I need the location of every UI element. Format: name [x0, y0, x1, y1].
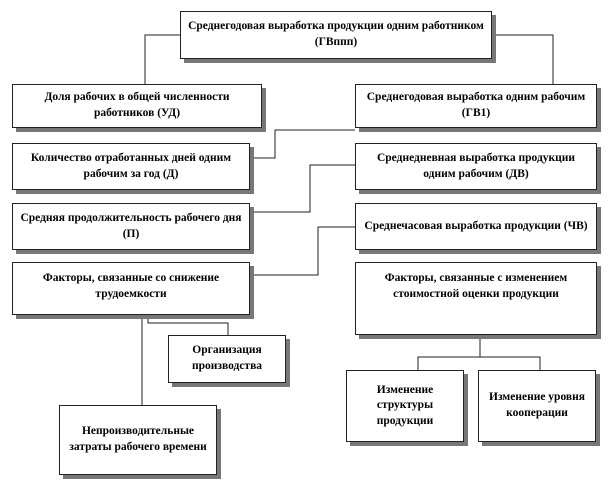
d-node: Количество отработанных дней одним рабоч… — [12, 143, 250, 190]
chv-node: Среднечасовая выработка продукции (ЧВ) — [355, 203, 597, 250]
connector-labor-org — [147, 315, 229, 335]
coop-node-label: Изменение уровня кооперации — [489, 391, 585, 419]
gv1-node-label: Среднегодовая выработка одним рабочим (Г… — [366, 91, 586, 119]
connector-chv-labor — [250, 226, 355, 276]
nonprod-node: Непроизводительные затраты рабочего врем… — [59, 405, 217, 475]
p-node: Средняя продолжительность рабочего дня (… — [12, 203, 250, 250]
org-node: Организация производства — [168, 335, 286, 383]
chv-node-label: Среднечасовая выработка продукции (ЧВ) — [364, 219, 588, 232]
ud-node: Доля рабочих в общей численности работни… — [12, 84, 262, 128]
gv1-node: Среднегодовая выработка одним рабочим (Г… — [355, 84, 597, 128]
connector-gv1-d — [250, 129, 355, 159]
connector-root-ud — [144, 34, 180, 85]
org-node-label: Организация производства — [191, 344, 263, 372]
connector-cost-split — [417, 335, 481, 370]
struct-node-label: Изменение структуры продукции — [376, 383, 434, 427]
root-node: Среднегодовая выработка продукции одним … — [180, 11, 492, 59]
ud-node-label: Доля рабочих в общей численности работни… — [44, 91, 230, 119]
coop-node: Изменение уровня кооперации — [478, 370, 596, 442]
dv-node: Среднедневная выработка продукции одним … — [355, 143, 597, 190]
connector-dv-p — [250, 164, 355, 213]
cost-factors-label: Факторы, связанные с изменением стоимост… — [384, 272, 568, 300]
root-node-label: Среднегодовая выработка продукции одним … — [188, 20, 484, 48]
struct-node: Изменение структуры продукции — [346, 370, 464, 442]
dv-node-label: Среднедневная выработка продукции одним … — [376, 151, 576, 180]
nonprod-node-label: Непроизводительные затраты рабочего врем… — [69, 425, 207, 453]
p-node-label: Средняя продолжительность рабочего дня (… — [20, 211, 242, 240]
cost-factors-node: Факторы, связанные с изменением стоимост… — [355, 262, 597, 335]
labor-factors-label: Факторы, связанные со снижение трудоемко… — [42, 272, 220, 300]
connector-root-gv1 — [492, 34, 554, 85]
labor-factors-node: Факторы, связанные со снижение трудоемко… — [12, 262, 250, 315]
connector-cost-coop — [480, 356, 541, 370]
d-node-label: Количество отработанных дней одним рабоч… — [30, 151, 232, 180]
